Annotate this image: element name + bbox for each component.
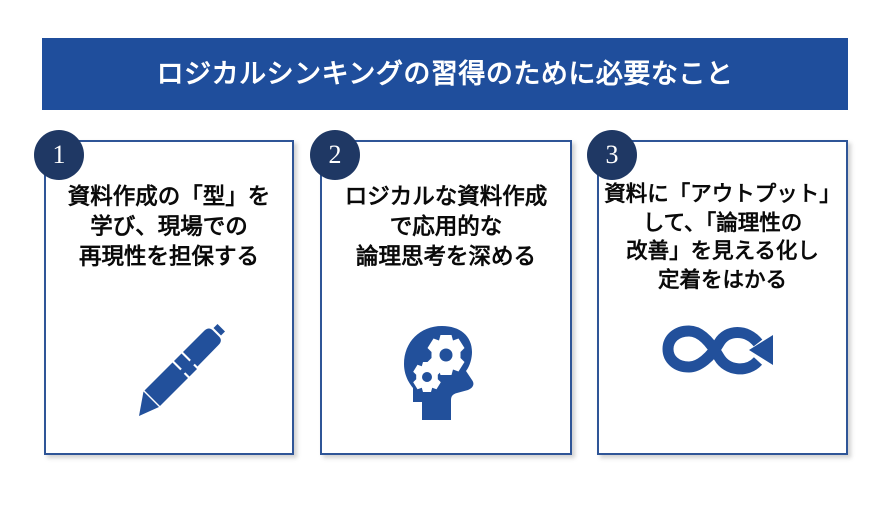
card-2-number: 2 — [328, 140, 342, 169]
card-1-line-3: 再現性を担保する — [78, 243, 259, 269]
title-banner: ロジカルシンキングの習得のために必要なこと — [42, 38, 848, 110]
card-1-text: 資料作成の「型」を 学び、現場での 再現性を担保する — [50, 182, 288, 272]
card-2-icon-wrap — [322, 309, 570, 439]
card-3[interactable]: 3 資料に「アウトプット」 して、「論理性の 改善」を見える化し 定着をはかる — [587, 130, 848, 455]
arrow-head — [748, 335, 773, 365]
card-1[interactable]: 1 資料作成の「型」を 学び、現場での 再現性を担保する — [34, 130, 294, 455]
card-2-line-3: 論理思考を深める — [355, 243, 536, 269]
card-2-line-1: ロジカルな資料作成 — [344, 184, 548, 209]
card-3-number: 3 — [605, 140, 619, 169]
card-1-line-1: 資料作成の「型」を — [67, 184, 271, 209]
card-3-line-1: 資料に「アウトプット」 — [604, 182, 841, 206]
card-2-text: ロジカルな資料作成 で応用的な 論理思考を深める — [326, 182, 566, 272]
card-2-line-2: で応用的な — [389, 213, 503, 239]
card-1-icon-wrap — [46, 303, 292, 433]
card-3-icon-wrap — [599, 293, 846, 423]
pen-icon — [139, 324, 225, 416]
card-3-number-badge: 3 — [587, 130, 637, 180]
card-3-line-4: 定着をはかる — [657, 267, 787, 292]
card-2[interactable]: 2 ロジカルな資料作成 で応用的な 論理思考を深める — [310, 130, 572, 455]
infinity-loop-arrow-icon — [661, 325, 773, 375]
card-1-number: 1 — [52, 140, 66, 169]
card-1-number-badge: 1 — [34, 130, 84, 180]
card-3-text: 資料に「アウトプット」 して、「論理性の 改善」を見える化し 定着をはかる — [603, 180, 842, 294]
page-title: ロジカルシンキングの習得のために必要なこと — [156, 58, 734, 89]
head-with-gears-icon — [404, 326, 474, 420]
card-1-line-2: 学び、現場での — [90, 213, 248, 239]
card-2-number-badge: 2 — [310, 130, 360, 180]
card-3-line-3: 改善」を見える化し — [626, 239, 819, 264]
card-3-line-2: して、「論理性の — [642, 210, 803, 235]
